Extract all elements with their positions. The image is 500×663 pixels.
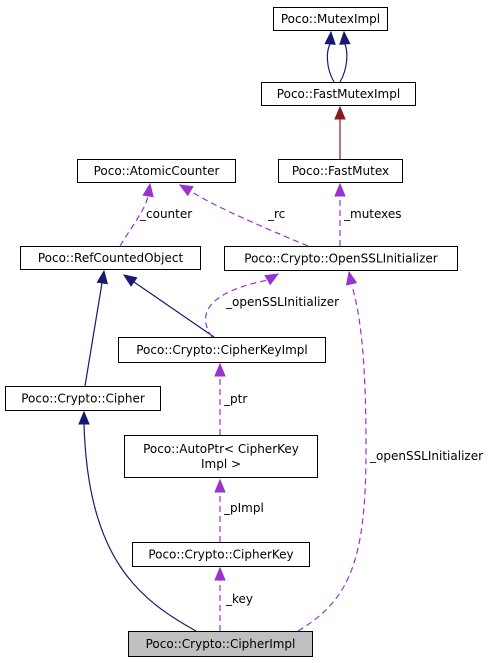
class-box-cipher-impl (128, 631, 313, 657)
edge-label-autoptr-cipherkeyimpl: _ptr (223, 392, 247, 406)
arrowhead-openssl-atomic (178, 184, 194, 197)
class-node-cipher[interactable]: Poco::Crypto::Cipher (5, 386, 161, 411)
class-name-auto-ptr-line-0: Poco::AutoPtr< CipherKey (143, 442, 299, 456)
edges-layer: _key _openSSLInitializer _pImpl _ptr _openSS… (78, 30, 483, 632)
class-name-atomic-counter-line-0: Poco::AtomicCounter (94, 164, 220, 178)
edge-cipherkeyimpl-openssl (204, 279, 269, 338)
class-node-openssl-initializer[interactable]: Poco::Crypto::OpenSSLInitializer (224, 246, 458, 271)
edge-label-refcounted-atomic: _counter (139, 207, 192, 221)
class-box-fast-mutex-impl (261, 82, 416, 106)
class-name-mutex-impl-line-0: Poco::MutexImpl (281, 12, 380, 26)
edge-label-openssl-atomic: _rc (267, 207, 285, 221)
edge-label-cipherkey-autoptr: _pImpl (223, 501, 264, 515)
arrowhead-openssl-fastmutex (334, 182, 346, 197)
edge-openssl-atomic (191, 191, 309, 247)
class-node-cipher-impl[interactable]: Poco::Crypto::CipherImpl (128, 631, 313, 657)
edge-label-cipherkeyimpl-openssl: _openSSLInitializer (225, 295, 339, 309)
class-name-openssl-initializer-line-0: Poco::Crypto::OpenSSLInitializer (244, 252, 438, 266)
arrowhead-fastmuteximpl-muteximpl-b (339, 30, 351, 45)
class-box-fast-mutex (278, 159, 403, 183)
arrowhead-cipher-refcounted (96, 269, 108, 285)
arrowhead-cipherkeyimpl-refcounted (122, 274, 138, 287)
class-box-cipher (5, 386, 161, 411)
class-box-ref-counted-object (20, 246, 201, 270)
class-node-fast-mutex-impl[interactable]: Poco::FastMutexImpl (261, 82, 416, 106)
class-name-fast-mutex-line-0: Poco::FastMutex (292, 164, 389, 178)
class-name-ref-counted-object-line-0: Poco::RefCountedObject (38, 251, 184, 265)
class-box-auto-ptr (124, 435, 318, 478)
edge-cipher-refcounted (84, 282, 103, 387)
edge-fastmuteximpl-muteximpl-b (339, 43, 348, 83)
edge-refcounted-atomic (119, 195, 149, 247)
edge-label-cipherimpl-cipherkey: _key (225, 592, 253, 606)
class-box-mutex-impl (273, 7, 388, 31)
class-name-cipher-key-impl-line-0: Poco::Crypto::CipherKeyImpl (136, 343, 308, 357)
edge-fastmuteximpl-muteximpl-a (326, 43, 335, 83)
class-node-mutex-impl[interactable]: Poco::MutexImpl (273, 7, 388, 31)
edge-cipherkeyimpl-refcounted (133, 281, 215, 338)
class-node-fast-mutex[interactable]: Poco::FastMutex (278, 159, 403, 183)
arrowhead-cipherimpl-openssl (345, 270, 358, 286)
class-name-auto-ptr-line-1: Impl > (201, 457, 241, 471)
class-box-cipher-key-impl (118, 337, 326, 363)
arrowhead-cipherimpl-cipher (78, 410, 90, 425)
class-name-fast-mutex-impl-line-0: Poco::FastMutexImpl (277, 87, 400, 101)
class-box-openssl-initializer (224, 246, 458, 271)
arrowhead-cipherimpl-cipherkey (214, 566, 226, 581)
class-box-atomic-counter (77, 159, 236, 183)
arrowhead-fastmutex-fastmuteximpl (334, 105, 346, 120)
class-node-atomic-counter[interactable]: Poco::AtomicCounter (77, 159, 236, 183)
class-box-cipher-key (132, 542, 310, 567)
class-name-cipher-impl-line-0: Poco::Crypto::CipherImpl (146, 637, 296, 651)
arrowhead-refcounted-atomic (142, 182, 154, 198)
class-node-cipher-key-impl[interactable]: Poco::Crypto::CipherKeyImpl (118, 337, 326, 363)
class-name-cipher-key-line-0: Poco::Crypto::CipherKey (148, 548, 293, 562)
class-node-ref-counted-object[interactable]: Poco::RefCountedObject (20, 246, 201, 270)
edge-cipherimpl-openssl (297, 285, 367, 632)
edge-label-cipherimpl-openssl: _openSSLInitializer (369, 449, 483, 463)
arrowhead-fastmuteximpl-muteximpl-a (324, 30, 336, 45)
class-node-auto-ptr[interactable]: Poco::AutoPtr< CipherKeyImpl > (124, 435, 318, 478)
arrowhead-autoptr-cipherkeyimpl (214, 362, 226, 377)
edge-label-openssl-fastmutex: _mutexes (343, 207, 402, 221)
class-name-cipher-line-0: Poco::Crypto::Cipher (21, 392, 145, 406)
edge-cipherimpl-cipher (83, 423, 197, 632)
arrowhead-cipherkeyimpl-openssl (264, 273, 280, 286)
arrowhead-cipherkey-autoptr (214, 478, 226, 493)
nodes-layer: Poco::MutexImplPoco::FastMutexImplPoco::… (5, 7, 458, 657)
class-node-cipher-key[interactable]: Poco::Crypto::CipherKey (132, 542, 310, 567)
